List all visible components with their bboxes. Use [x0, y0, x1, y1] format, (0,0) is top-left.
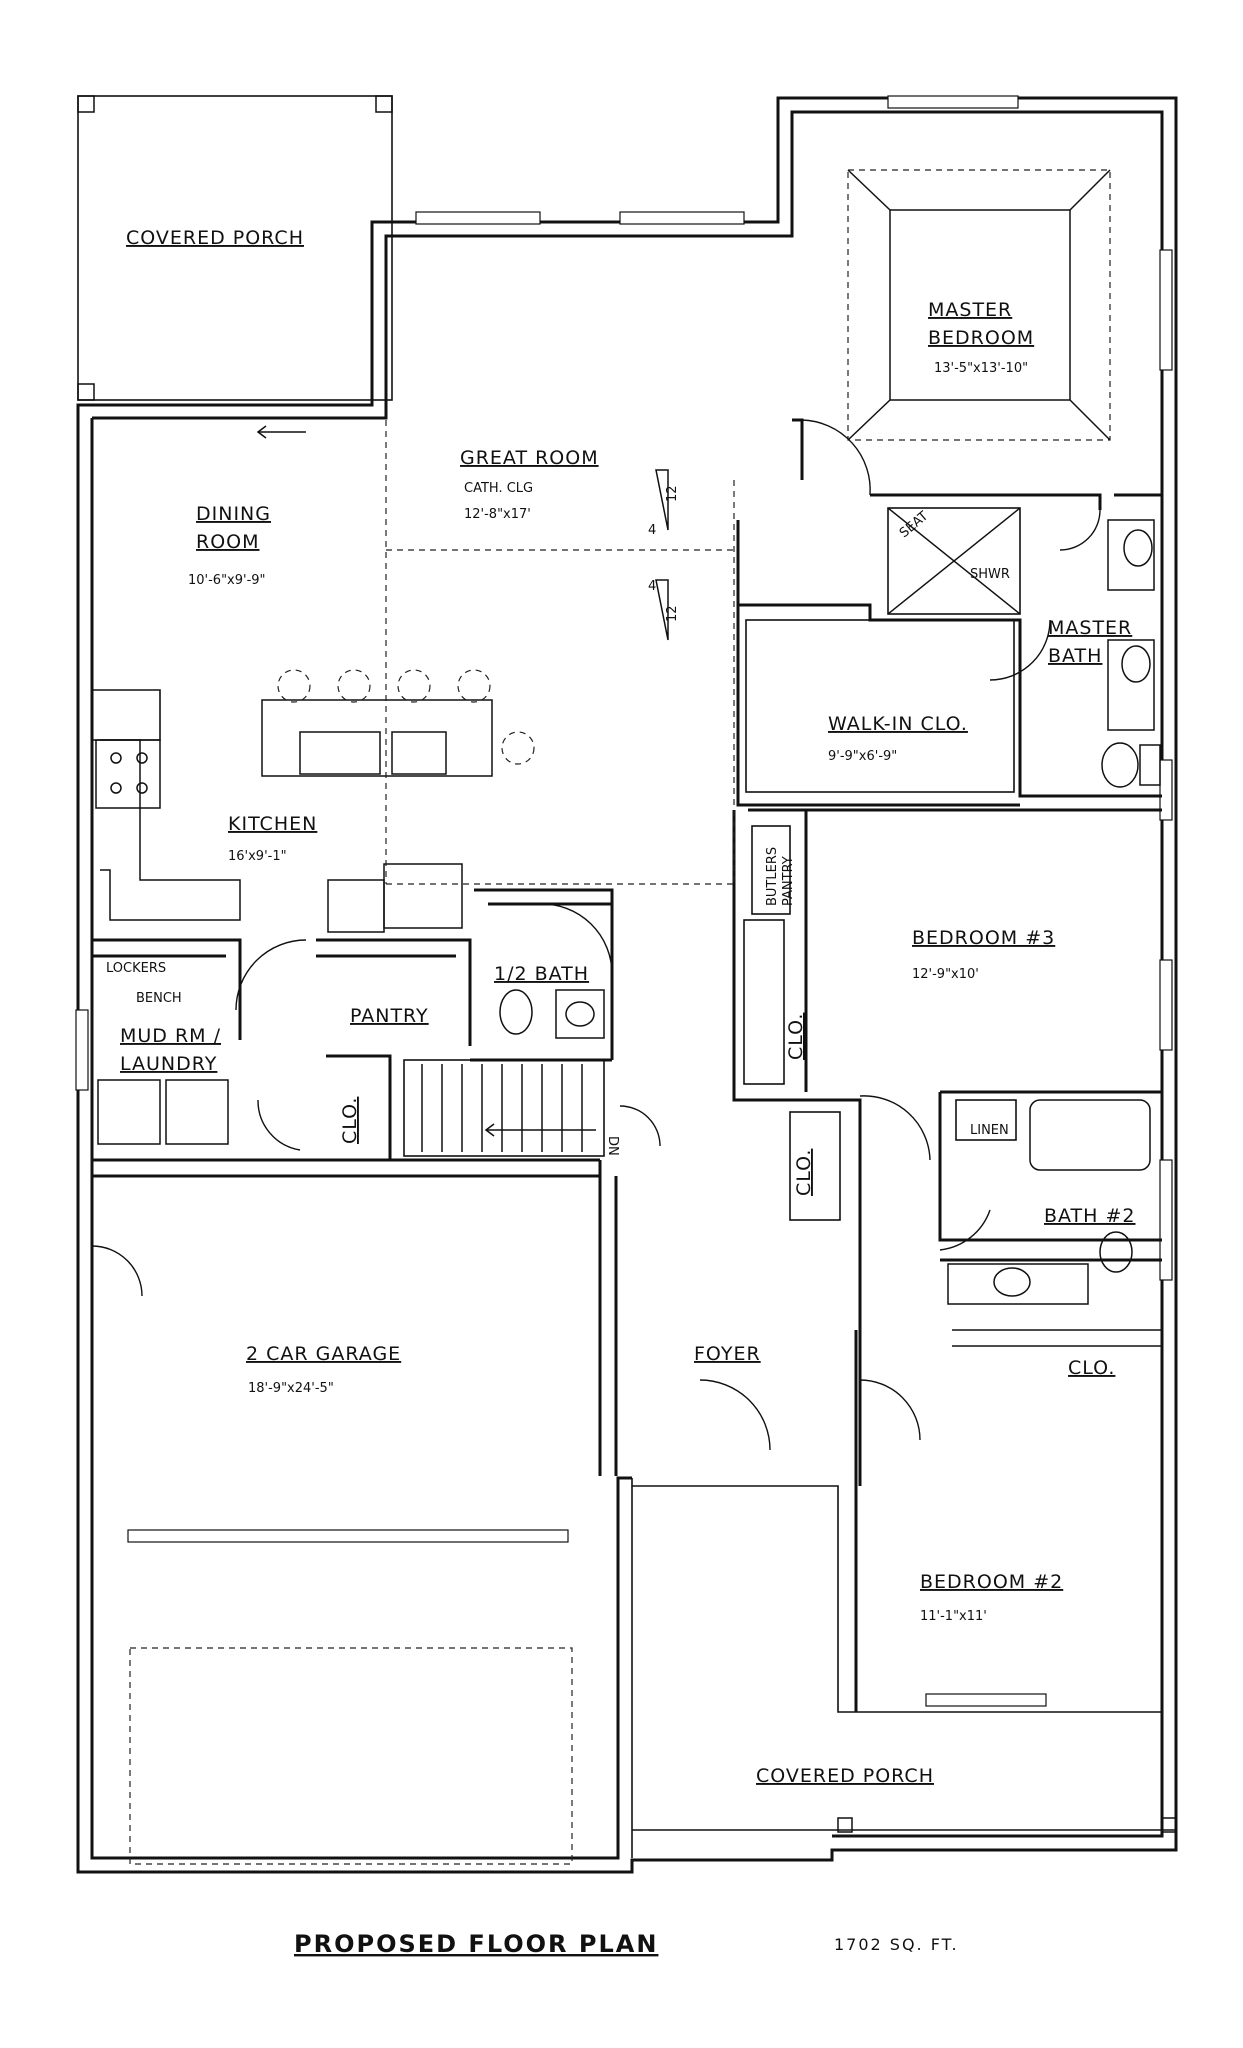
- bathtub: [1029, 1099, 1151, 1171]
- label-bedroom-2: BEDROOM #2: [920, 1571, 1063, 1593]
- kitchen-island: [261, 699, 493, 777]
- label-dining-size: 10'-6"x9'-9": [188, 573, 266, 588]
- label-master-bath-2: BATH: [1048, 645, 1102, 667]
- shower-stall: [887, 507, 1021, 615]
- label-mud-room-1: MUD RM /: [120, 1025, 221, 1047]
- dashed-lines: [129, 169, 1111, 1865]
- label-great-room-note: CATH. CLG: [464, 481, 533, 496]
- label-slope-rise-2: 4: [648, 579, 656, 594]
- label-linen: LINEN: [970, 1123, 1009, 1138]
- label-dining-1: DINING: [196, 503, 271, 525]
- label-dining-2: ROOM: [196, 531, 260, 553]
- house-outer-wall: [76, 96, 1178, 1874]
- label-walk-in-closet: WALK-IN CLO.: [828, 713, 968, 735]
- label-foyer: FOYER: [694, 1343, 761, 1365]
- label-walk-in-closet-size: 9'-9"x6'-9": [828, 749, 897, 764]
- label-butlers-1: BUTLERS: [765, 847, 780, 906]
- label-bath-2: BATH #2: [1044, 1205, 1136, 1227]
- label-garage-size: 18'-9"x24'-5": [248, 1381, 334, 1396]
- label-shower: SHWR: [970, 567, 1010, 582]
- back-porch-outline: [77, 95, 393, 401]
- plan-title: PROPOSED FLOOR PLAN: [294, 1930, 658, 1958]
- label-slope-rise-1: 4: [648, 523, 656, 538]
- exterior-walls: [76, 95, 1178, 1874]
- label-butlers-2: PANTRY: [781, 856, 796, 906]
- label-back-porch: COVERED PORCH: [126, 227, 304, 249]
- label-great-room-size: 12'-8"x17': [464, 507, 531, 522]
- label-bench: BENCH: [136, 991, 182, 1006]
- label-kitchen-size: 16'x9'-1": [228, 849, 287, 864]
- stair: [403, 1059, 605, 1157]
- label-garage: 2 CAR GARAGE: [246, 1343, 401, 1365]
- windows: [75, 95, 1173, 1707]
- label-slope-run-2: 12: [665, 605, 680, 622]
- label-master-bedroom-1: MASTER: [928, 299, 1012, 321]
- label-slope-run-1: 12: [665, 485, 680, 502]
- label-lockers: LOCKERS: [106, 961, 166, 976]
- label-half-bath: 1/2 BATH: [494, 963, 589, 985]
- doors: [91, 419, 1101, 1451]
- label-closet-bed3: CLO.: [785, 1013, 807, 1060]
- label-mud-room-2: LAUNDRY: [120, 1053, 217, 1075]
- house-inner-wall: [92, 110, 1164, 1838]
- label-bedroom-3-size: 12'-9"x10': [912, 967, 979, 982]
- fixtures: [97, 469, 1161, 1305]
- label-closet-bed2: CLO.: [1068, 1357, 1115, 1379]
- label-master-bath-1: MASTER: [1048, 617, 1132, 639]
- label-bedroom-2-size: 11'-1"x11': [920, 1609, 987, 1624]
- label-master-bedroom-size: 13'-5"x13'-10": [934, 361, 1028, 376]
- label-front-porch: COVERED PORCH: [756, 1765, 934, 1787]
- label-stair-direction: DN: [605, 1136, 620, 1156]
- plan-area: 1702 SQ. FT.: [834, 1935, 959, 1954]
- label-seat: SEAT: [897, 509, 931, 541]
- label-pantry: PANTRY: [350, 1005, 429, 1027]
- label-master-bedroom-2: BEDROOM: [928, 327, 1034, 349]
- label-kitchen: KITCHEN: [228, 813, 317, 835]
- label-great-room: GREAT ROOM: [460, 447, 599, 469]
- room-labels: COVERED PORCH GREAT ROOM CATH. CLG 12'-8…: [106, 227, 1136, 1787]
- interior-walls: [92, 418, 1162, 1712]
- label-closet-stair: CLO.: [339, 1097, 361, 1144]
- walk-in-closet-wall: [745, 619, 1015, 793]
- label-bedroom-3: BEDROOM #3: [912, 927, 1055, 949]
- label-closet-hall: CLO.: [793, 1149, 815, 1196]
